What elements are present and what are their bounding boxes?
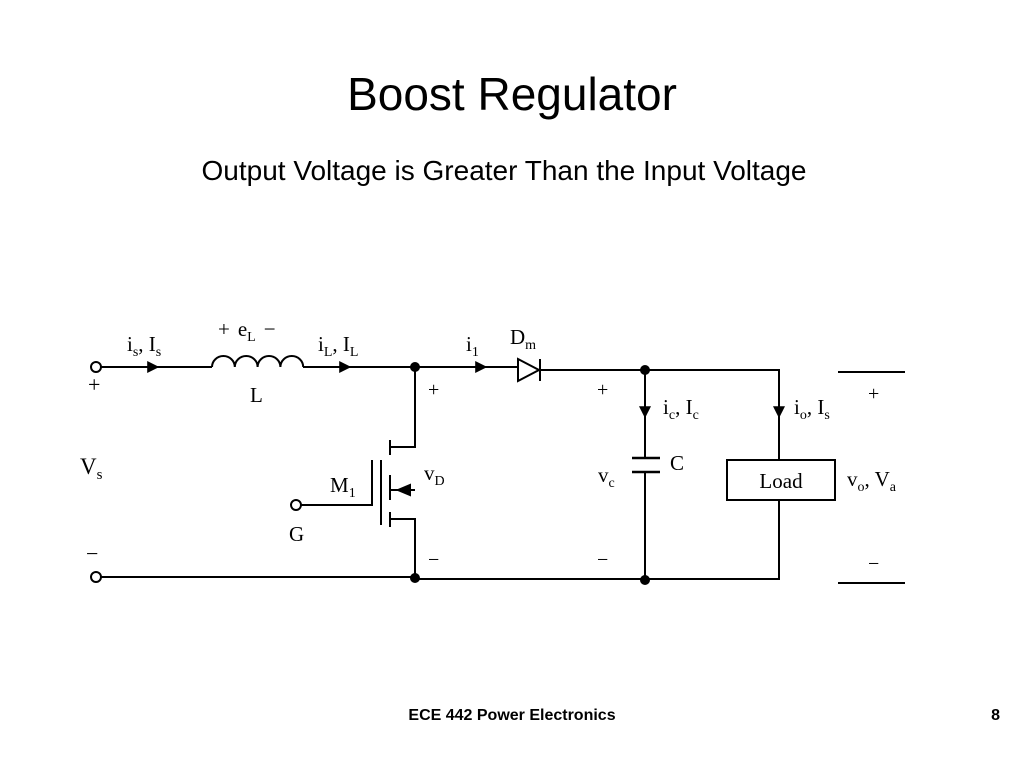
input-terminal-bottom — [90, 571, 102, 583]
load-box: Load — [726, 459, 836, 501]
output-plus-sign: + — [868, 383, 879, 405]
switch-voltage-label: vD — [424, 461, 445, 489]
diode-label: Dm — [510, 325, 536, 353]
cap-minus-sign: − — [597, 549, 608, 571]
diode-current-label: i1 — [466, 332, 479, 360]
footer-page-number: 8 — [991, 707, 1000, 724]
slide-title: Boost Regulator — [347, 68, 677, 120]
diode-symbol — [517, 357, 542, 383]
wires — [101, 366, 780, 580]
gate-terminal — [290, 499, 302, 511]
capacitor-symbol — [632, 456, 660, 474]
cap-current-label: ic, Ic — [663, 395, 699, 423]
output-minus-sign: − — [868, 553, 879, 575]
top-wire-to-load — [645, 369, 780, 460]
gate-wire — [300, 460, 373, 506]
switch-minus-sign: − — [428, 549, 439, 571]
inductor-voltage-label: +eL− — [218, 317, 276, 345]
switch-source-wire — [390, 518, 416, 579]
output-bars — [838, 371, 905, 584]
switch-drain-wire — [390, 367, 416, 448]
source-voltage-label: Vs — [80, 454, 103, 483]
cap-label: C — [670, 451, 684, 475]
current-arrows — [140, 361, 785, 419]
switch-plus-sign: + — [428, 379, 439, 401]
output-voltage-label: vo, Va — [847, 467, 897, 495]
bottom-wire — [101, 500, 780, 580]
input-minus-sign: − — [86, 541, 98, 566]
gate-label: G — [289, 522, 304, 546]
input-plus-sign: + — [88, 372, 100, 397]
inductor-symbol — [211, 355, 305, 368]
switch-label: M1 — [330, 473, 356, 501]
junction-dots — [410, 362, 650, 585]
terminals — [90, 361, 302, 583]
inductor-label: L — [250, 383, 263, 407]
slide-subtitle: Output Voltage is Greater Than the Input… — [201, 155, 807, 186]
inductor-current-label: iL, IL — [318, 332, 358, 360]
cap-plus-sign: + — [597, 379, 608, 401]
cap-voltage-label: vc — [598, 463, 615, 491]
input-terminal-top — [90, 361, 102, 373]
load-current-label: io, Is — [794, 395, 830, 423]
load-label: Load — [759, 469, 803, 493]
source-current-label: is, Is — [127, 332, 161, 360]
mosfet-symbol — [380, 440, 415, 527]
footer-course-name: ECE 442 Power Electronics — [408, 707, 616, 724]
